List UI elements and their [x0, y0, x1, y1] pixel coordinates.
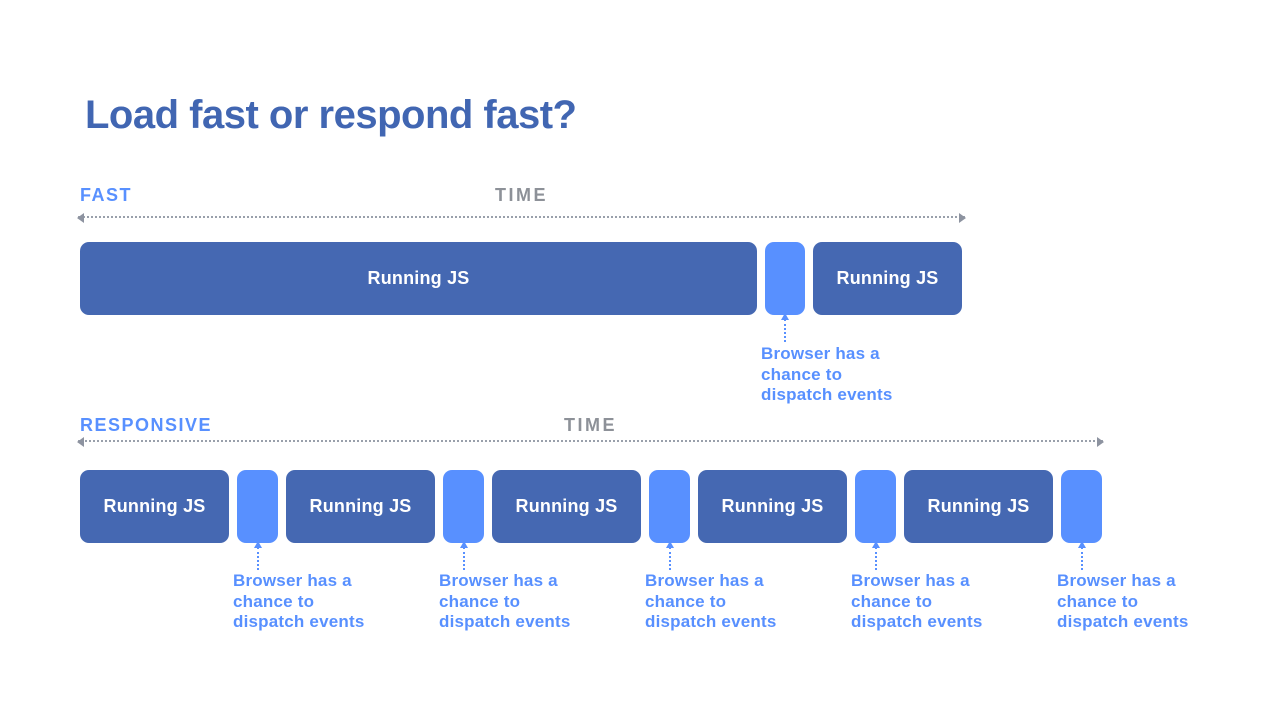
time-axis: [77, 437, 1104, 447]
slide-title: Load fast or respond fast?: [85, 92, 577, 137]
annotation-line: chance to: [233, 591, 315, 611]
running-js-block: Running JS: [492, 470, 641, 543]
arrowhead-up-icon: [459, 541, 468, 548]
annotation-arrow-icon: [665, 541, 674, 570]
running-js-block: Running JS: [80, 470, 229, 543]
annotation-line: Browser has a: [1057, 571, 1176, 590]
running-js-block: Running JS: [698, 470, 847, 543]
time-axis: [77, 213, 966, 223]
running-js-label: Running JS: [836, 268, 939, 288]
annotation-line: Browser has a: [439, 571, 558, 590]
running-js-label: Running JS: [515, 496, 618, 516]
annotation-line: dispatch events: [439, 612, 571, 631]
annotation-arrow-icon: [459, 541, 468, 570]
running-js-label: Running JS: [927, 496, 1030, 516]
idle-gap-block: [855, 470, 896, 543]
annotation-line: dispatch events: [233, 612, 365, 631]
annotation-arrow-icon: [1077, 541, 1086, 570]
annotation-line: dispatch events: [761, 385, 893, 404]
arrowhead-up-icon: [871, 541, 880, 548]
arrowhead-up-icon: [781, 313, 789, 320]
running-js-label: Running JS: [309, 496, 412, 516]
axis-arrowhead-right-icon: [959, 213, 966, 223]
annotation-line: chance to: [439, 591, 521, 611]
arrowhead-up-icon: [253, 541, 262, 548]
idle-gap-block: [765, 242, 805, 315]
annotation-line: Browser has a: [233, 571, 352, 590]
annotation-line: dispatch events: [645, 612, 777, 631]
annotation-line: chance to: [645, 591, 727, 611]
annotation-line: Browser has a: [851, 571, 970, 590]
running-js-label: Running JS: [367, 268, 470, 288]
arrowhead-up-icon: [665, 541, 674, 548]
running-js-block: Running JS: [813, 242, 962, 315]
annotation-line: chance to: [851, 591, 933, 611]
annotation-line: chance to: [761, 364, 843, 384]
running-js-label: Running JS: [721, 496, 824, 516]
annotation-arrow-icon: [781, 313, 789, 342]
running-js-block: Running JS: [904, 470, 1053, 543]
running-js-label: Running JS: [103, 496, 206, 516]
annotation-line: dispatch events: [851, 612, 983, 631]
axis-arrowhead-right-icon: [1097, 437, 1104, 447]
axis-arrowhead-left-icon: [77, 437, 84, 447]
idle-gap-block: [649, 470, 690, 543]
axis-arrowhead-left-icon: [77, 213, 84, 223]
running-js-block: Running JS: [286, 470, 435, 543]
annotation-arrow-icon: [871, 541, 880, 570]
time-axis-label: TIME: [495, 185, 548, 205]
idle-gap-block: [1061, 470, 1102, 543]
annotation-line: chance to: [1057, 591, 1139, 611]
timeline-label: RESPONSIVE: [80, 415, 213, 435]
annotation-line: Browser has a: [761, 344, 880, 363]
annotation-arrow-icon: [253, 541, 262, 570]
annotation-line: dispatch events: [1057, 612, 1189, 631]
timeline-label: FAST: [80, 185, 133, 205]
idle-gap-block: [443, 470, 484, 543]
running-js-block: Running JS: [80, 242, 757, 315]
idle-gap-block: [237, 470, 278, 543]
arrowhead-up-icon: [1077, 541, 1086, 548]
time-axis-label: TIME: [564, 415, 617, 435]
annotation-line: Browser has a: [645, 571, 764, 590]
